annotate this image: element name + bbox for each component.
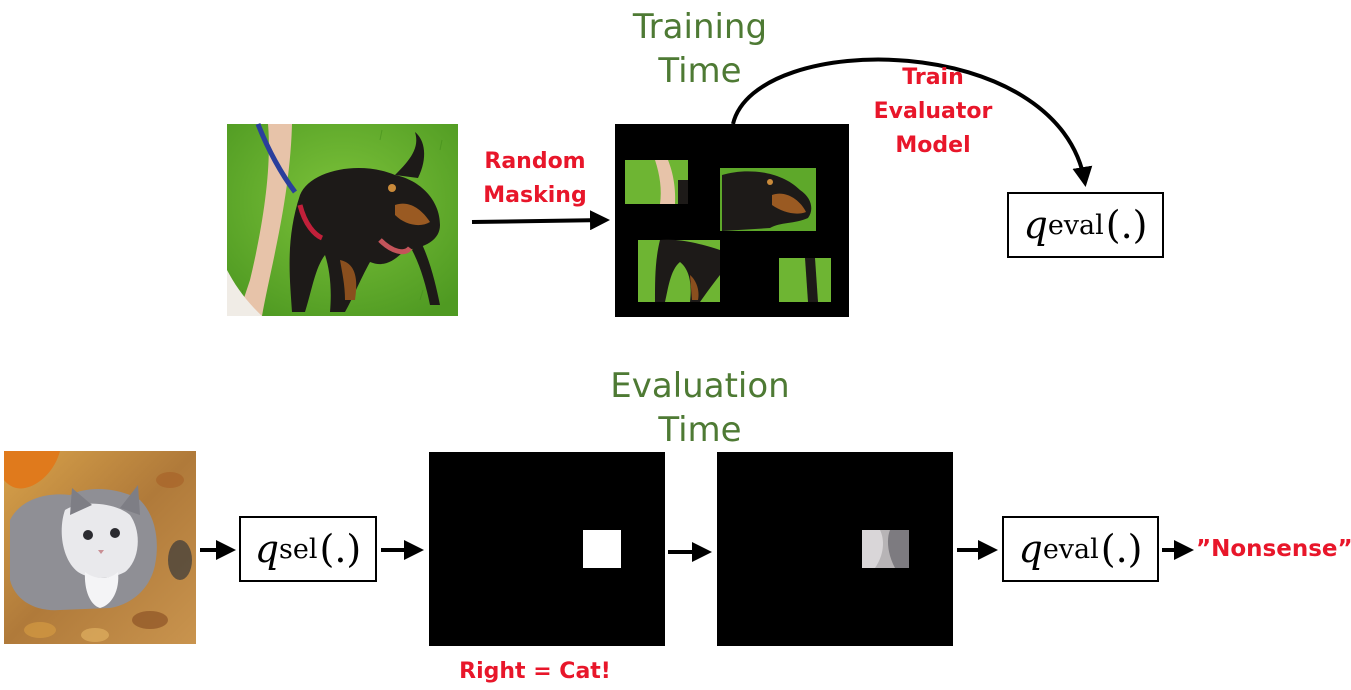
selector-mask-image xyxy=(429,452,665,646)
training-masked-image xyxy=(615,124,849,317)
eval-subscript: eval xyxy=(1047,209,1104,241)
train-evaluator-line1: Train xyxy=(902,65,964,90)
mask-patch xyxy=(779,258,831,302)
random-masking-label: Random Masking xyxy=(465,145,605,213)
sel-args: (.) xyxy=(319,527,362,571)
mask-patch xyxy=(625,160,688,204)
nonsense-output-label: ”Nonsense” xyxy=(1196,536,1351,562)
train-evaluator-curve xyxy=(731,57,1093,187)
dog-photo xyxy=(227,123,458,316)
training-time-title: Training Time xyxy=(590,5,810,93)
eval-subscript: eval xyxy=(1042,533,1099,565)
evaluation-title-line1: Evaluation xyxy=(610,366,790,406)
evaluation-title-line2: Time xyxy=(658,410,742,450)
cat-photo xyxy=(4,451,196,644)
train-evaluator-label: Train Evaluator Model xyxy=(858,61,1008,163)
random-masking-line2: Masking xyxy=(483,183,587,208)
random-masking-arrow xyxy=(471,210,610,231)
eval-args: (.) xyxy=(1100,527,1143,571)
sel-symbol: q xyxy=(254,527,280,571)
train-evaluator-line3: Model xyxy=(895,133,971,158)
training-title-line2: Time xyxy=(658,51,742,91)
eval-args: (.) xyxy=(1105,203,1148,247)
random-masking-line1: Random xyxy=(484,149,586,174)
eval-symbol: q xyxy=(1018,527,1043,571)
mask-patch xyxy=(720,168,816,231)
selected-patch-mask xyxy=(583,530,621,568)
sel-subscript: sel xyxy=(279,533,318,565)
mask-patch xyxy=(638,239,720,302)
evaluation-time-title: Evaluation Time xyxy=(570,364,830,452)
selected-cat-patch xyxy=(862,530,909,568)
right-equals-cat-caption: Right = Cat! xyxy=(459,659,611,684)
train-evaluator-line2: Evaluator xyxy=(873,99,993,124)
training-title-line1: Training xyxy=(632,7,768,47)
masked-cat-image xyxy=(717,452,953,646)
eval-symbol: q xyxy=(1023,203,1048,247)
